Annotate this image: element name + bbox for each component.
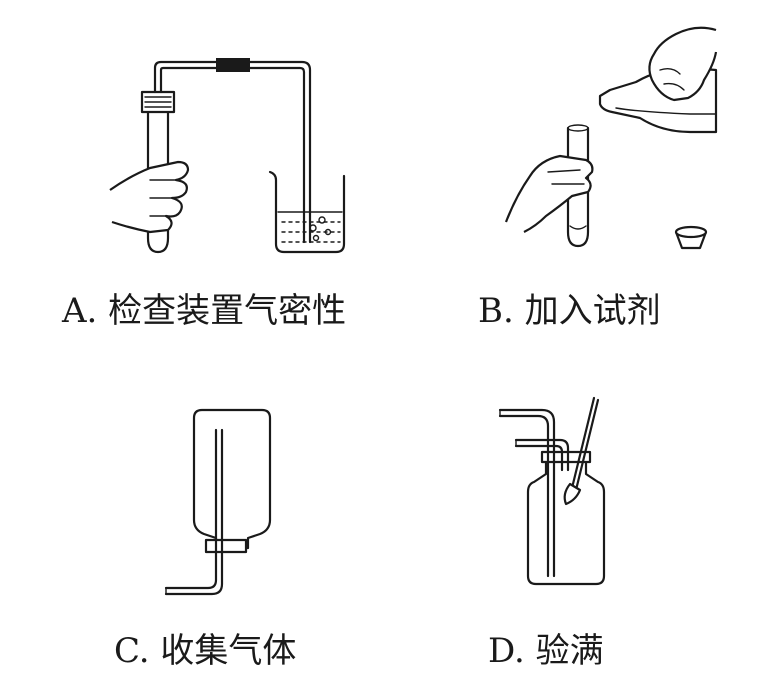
panel-b-adding-reagent: B. 加入试剂: [478, 26, 718, 331]
hand: [109, 160, 190, 234]
caption-c: C. 收集气体: [114, 631, 296, 671]
delivery-tube: [164, 428, 218, 590]
test-tube: [146, 108, 170, 254]
panel-c-collecting-gas: C. 收集气体: [114, 408, 296, 671]
hand: [648, 26, 718, 102]
rubber-connector: [216, 58, 250, 72]
bubble: [309, 224, 317, 232]
outlet-tube: [514, 444, 564, 472]
test-tube: [566, 126, 590, 248]
panel-d-verifying-full: D. 验满: [488, 396, 606, 671]
rubber-stopper: [540, 450, 592, 464]
wooden-splint: [570, 396, 596, 490]
beaker: [268, 170, 346, 254]
glowing-tip: [563, 482, 582, 506]
rubber-stopper: [204, 538, 248, 554]
gas-bottle: [192, 408, 272, 550]
caption-d: D. 验满: [488, 631, 604, 671]
panel-a-airtightness-check: A. 检查装置气密性: [61, 58, 346, 331]
delivery-tube: [498, 414, 550, 578]
gas-bottle: [526, 456, 606, 586]
bubble: [318, 216, 326, 224]
hand: [504, 154, 594, 233]
caption-b: B. 加入试剂: [478, 291, 661, 331]
bubble: [324, 228, 332, 236]
bubble: [312, 234, 320, 242]
caption-a: A. 检查装置气密性: [61, 291, 346, 331]
